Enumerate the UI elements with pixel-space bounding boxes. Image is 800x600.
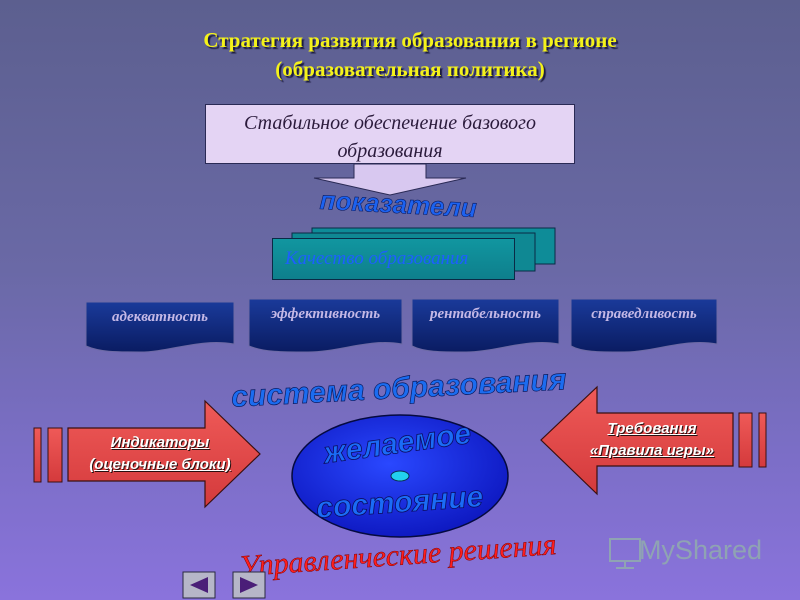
indicators-arrow xyxy=(67,399,261,509)
title-line-1: Стратегия развития образования в регионе xyxy=(203,28,617,52)
ellipse-center-dot xyxy=(390,470,410,482)
criteria-label-effectiveness: эффективность xyxy=(270,306,381,322)
education-quality-box: Качество образования xyxy=(272,238,515,280)
triangle-right-icon xyxy=(240,577,258,593)
monitor-icon xyxy=(609,538,641,569)
criteria-box-1 xyxy=(85,301,235,353)
criteria-box-2 xyxy=(248,298,403,353)
requirements-line-1: Требования xyxy=(607,420,697,437)
page-title: Стратегия развития образования в регионе… xyxy=(100,26,720,84)
basic-education-box: Стабильное обеспечение базового образова… xyxy=(205,104,575,164)
criteria-box-3 xyxy=(411,298,560,353)
basic-education-line-1: Стабильное обеспечение базового xyxy=(244,112,536,134)
basic-education-line-2: образования xyxy=(337,140,443,162)
left-bar-2 xyxy=(47,427,63,483)
indicators-label: показатели xyxy=(319,185,478,223)
title-line-2: (образовательная политика) xyxy=(275,57,545,81)
requirements-arrow-text: Требования «Правила игры» xyxy=(572,418,732,462)
left-bar-1 xyxy=(33,427,42,483)
criteria-label-profitability: рентабельность xyxy=(430,306,541,322)
education-system-label: система образования xyxy=(230,363,567,414)
nav-prev-button[interactable] xyxy=(182,571,216,599)
triangle-left-icon xyxy=(190,577,208,593)
down-arrow-shape xyxy=(313,163,467,196)
indicators-arrow-text: Индикаторы (оценочные блоки) xyxy=(70,432,250,476)
nav-next-button[interactable] xyxy=(232,571,266,599)
criteria-label-adequacy: адекватность xyxy=(112,309,208,325)
right-bar-2 xyxy=(758,412,767,468)
brand-watermark: MyShared xyxy=(638,535,762,565)
indicators-line-1: Индикаторы xyxy=(110,434,210,451)
requirements-arrow xyxy=(540,385,734,496)
criteria-box-4 xyxy=(570,298,718,353)
criteria-label-fairness: справедливость xyxy=(591,306,697,322)
right-bar-1 xyxy=(738,412,753,468)
requirements-line-2: «Правила игры» xyxy=(589,442,715,459)
indicators-line-2: (оценочные блоки) xyxy=(89,456,231,473)
